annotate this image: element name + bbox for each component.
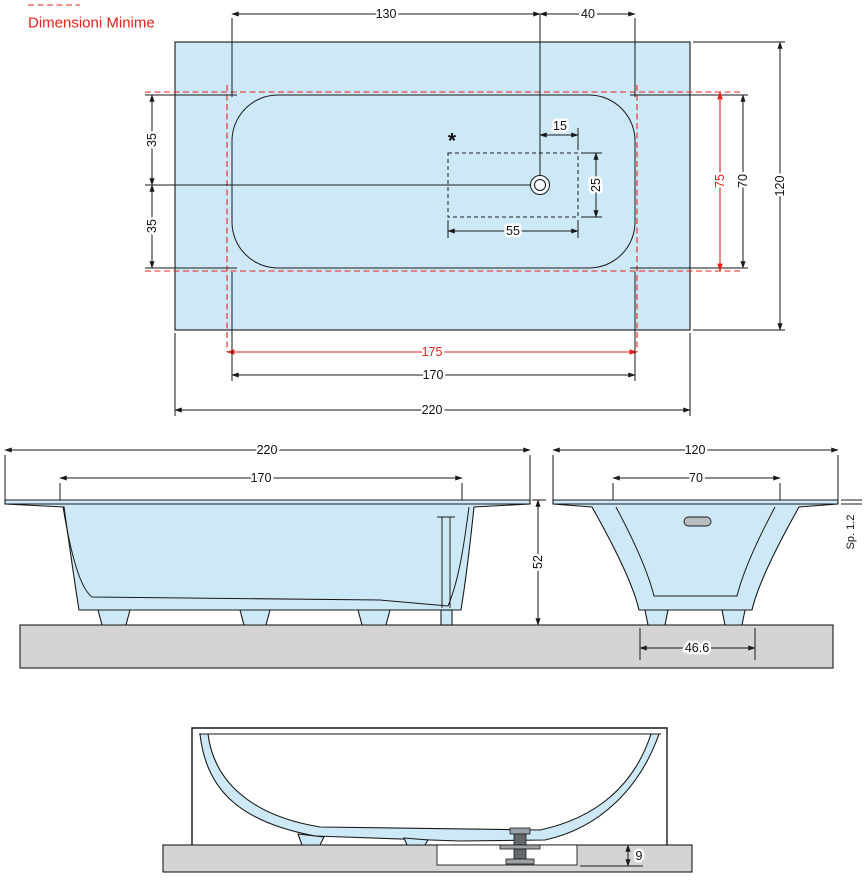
dim-label-70-end: 70 (689, 471, 703, 485)
dim-thickness: Sp. 1.2 (841, 499, 862, 552)
dim-label-175-red: 175 (422, 345, 443, 359)
dim-label-52: 52 (531, 555, 545, 569)
tub-foot-side-3 (357, 609, 391, 626)
section-floor-base (162, 844, 693, 873)
drain-hole (530, 175, 550, 195)
drawing-title: Dimensioni Minime (28, 15, 155, 32)
enclosure-box (191, 727, 668, 845)
dim-55: 55 (447, 220, 579, 241)
inner-basin-line-end (615, 506, 776, 597)
dim-label-130: 130 (376, 7, 397, 21)
tub-foot-end-1 (644, 609, 669, 626)
dim-9: 9 (580, 844, 645, 867)
dim-175-red: 175 (226, 343, 638, 362)
inner-right-wall-side (447, 506, 470, 607)
dim-130-40: 130 40 (231, 5, 636, 97)
overflow-column-side (437, 516, 455, 608)
dim-35-35: 35 35 (143, 94, 237, 269)
tub-foot-section-1 (297, 833, 325, 846)
dim-170-bottom: 170 (231, 272, 636, 385)
dim-75-red: 75 (711, 91, 730, 272)
tub-foot-end-2 (721, 609, 746, 626)
section-view: 9 (162, 727, 693, 873)
tub-body-outline-top (174, 41, 691, 331)
minimum-dimension-dashed-lines (145, 85, 740, 352)
dim-label-170: 170 (423, 368, 444, 382)
dim-label-220: 220 (422, 403, 443, 417)
top-view-plan: * 130 40 15 25 55 (143, 5, 790, 420)
dim-label-thickness: Sp. 1.2 (845, 515, 857, 550)
dim-label-170-side: 170 (251, 471, 272, 485)
end-view-elevation: 120 70 Sp. 1.2 46.6 (552, 441, 862, 660)
dim-120-end: 120 (552, 441, 839, 502)
dim-52-height: 52 (529, 499, 548, 626)
dim-label-120-end: 120 (685, 443, 706, 457)
asterisk-note: * (448, 130, 457, 153)
drain-fitting-section (499, 827, 541, 865)
side-view-elevation: 220 170 52 (4, 441, 548, 626)
inner-basin-line-side (62, 506, 449, 607)
overflow-slot (683, 516, 712, 527)
dim-label-70: 70 (736, 174, 750, 188)
drain-zone-dashed-box (447, 152, 579, 218)
tub-foot-side-1 (97, 609, 131, 626)
dim-label-75-red: 75 (713, 174, 727, 188)
dim-15: 15 (539, 117, 579, 150)
dim-25: 25 (581, 152, 606, 218)
dim-220-side: 220 (4, 441, 531, 502)
tub-profile-end (552, 499, 839, 611)
tub-shell-section (199, 733, 660, 842)
dim-220-bottom: 220 (174, 333, 691, 420)
dim-70-end: 70 (612, 469, 781, 506)
dim-label-9: 9 (636, 849, 643, 863)
dim-label-40: 40 (581, 7, 595, 21)
dim-label-25: 25 (589, 178, 603, 192)
dim-46-6: 46.6 (639, 628, 756, 660)
dim-label-35-top: 35 (145, 133, 159, 147)
tub-foot-section-2 (403, 837, 429, 846)
dim-label-46-6: 46.6 (685, 641, 709, 655)
dim-label-15: 15 (553, 119, 567, 133)
floor-base-platform (19, 624, 834, 669)
tub-foot-side-2 (239, 609, 271, 626)
dim-120-right: 120 (693, 41, 790, 331)
dim-label-120: 120 (773, 176, 787, 197)
dim-label-55: 55 (506, 224, 520, 238)
title-block: Dimensioni Minime (28, 4, 155, 32)
dim-label-220-side: 220 (257, 443, 278, 457)
drain-pipe-side (440, 609, 453, 626)
tub-rim-opening-top (231, 94, 636, 269)
dim-label-35-bottom: 35 (145, 219, 159, 233)
dim-70-right: 70 (630, 94, 753, 269)
